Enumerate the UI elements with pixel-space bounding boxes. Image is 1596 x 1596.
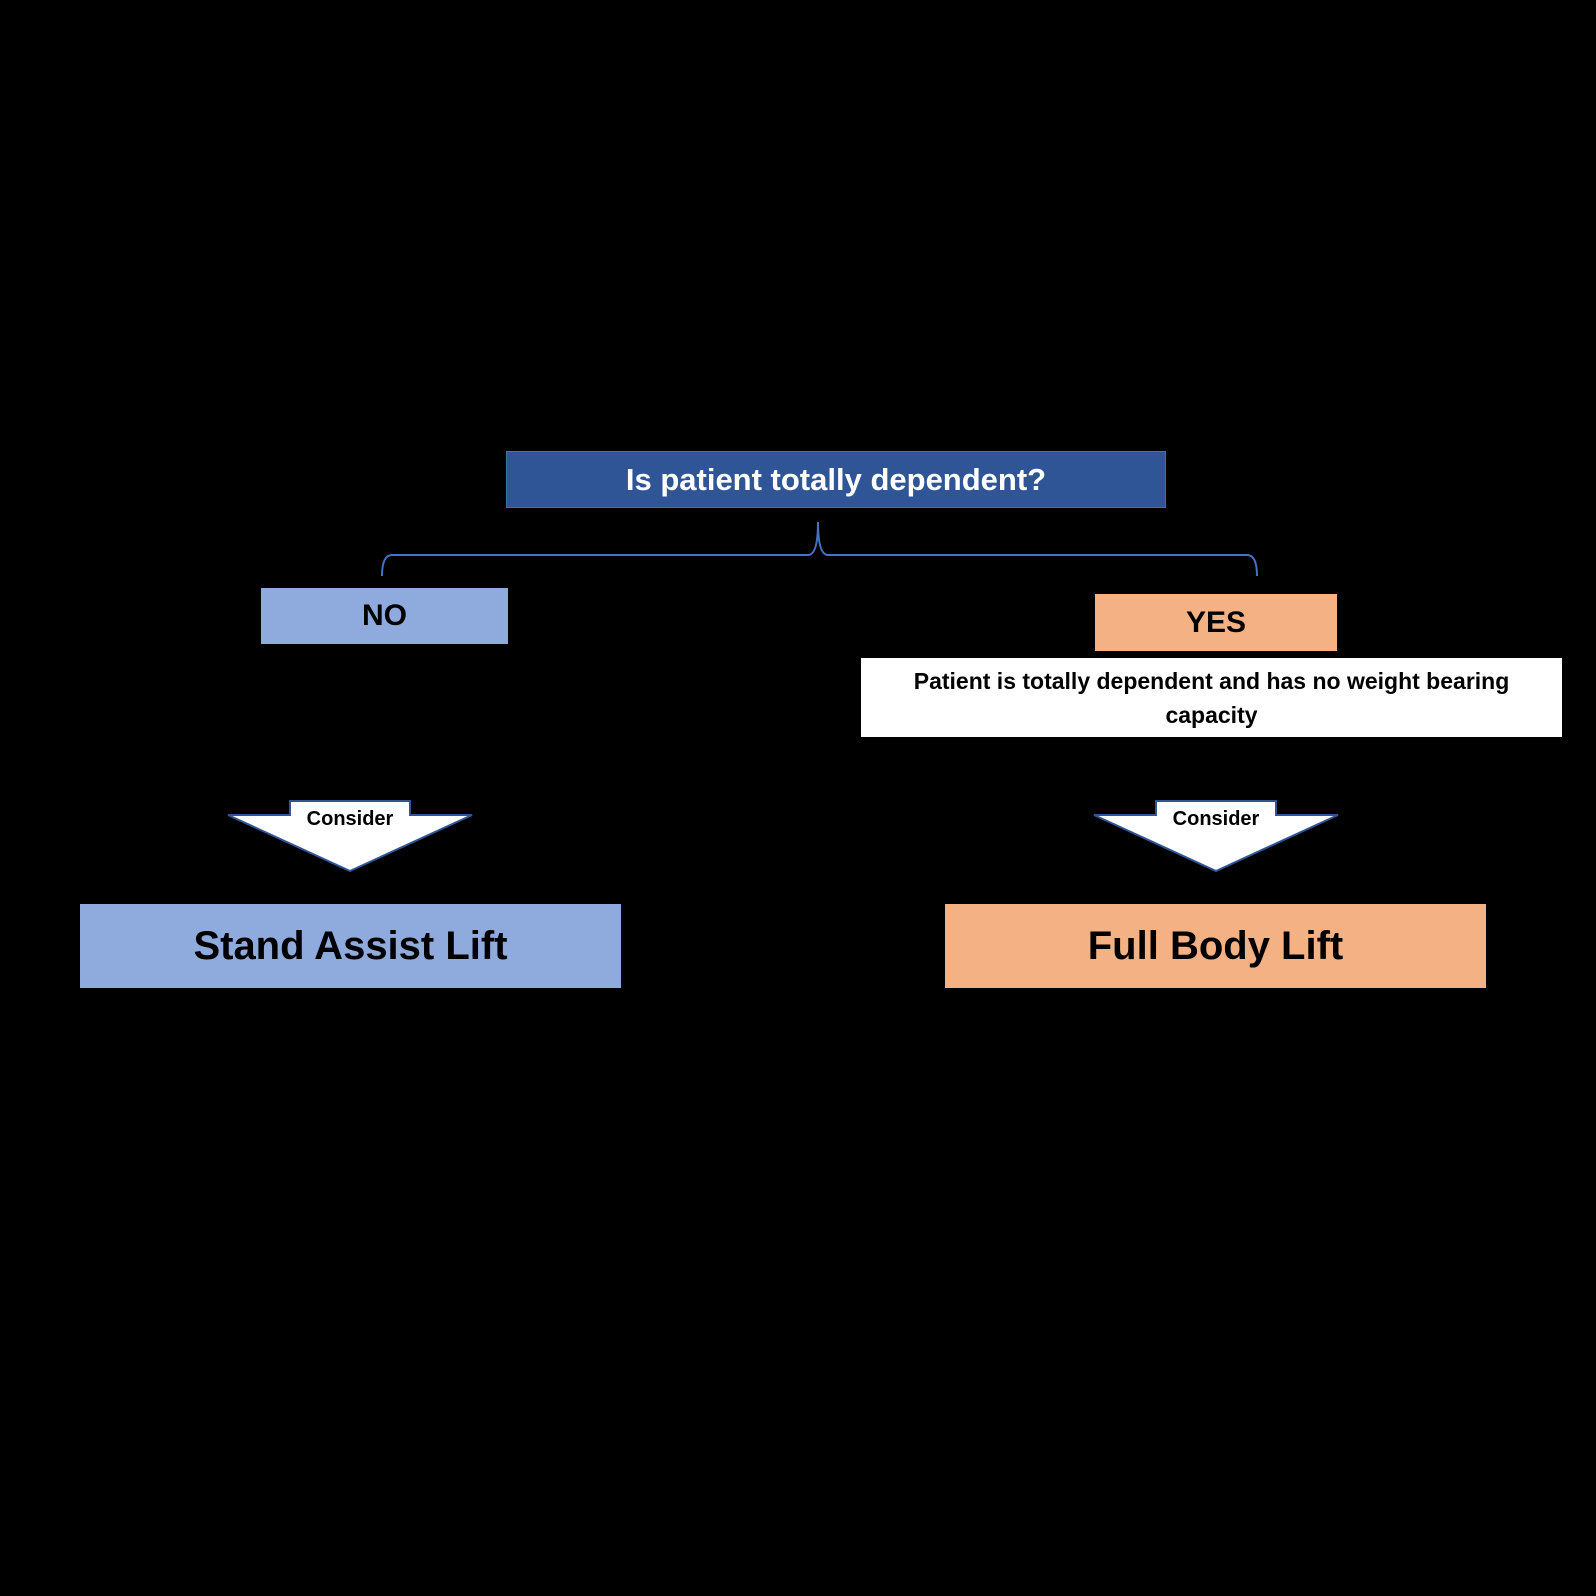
stand-assist-lift-label: Stand Assist Lift bbox=[193, 923, 508, 968]
yes-description-box: Patient is totally dependent and has no … bbox=[861, 658, 1562, 737]
consider-label-right: Consider bbox=[1172, 808, 1260, 830]
full-body-lift-label: Full Body Lift bbox=[1087, 923, 1344, 968]
yes-option-label: YES bbox=[1185, 605, 1247, 639]
consider-arrow-right: Consider bbox=[1090, 800, 1342, 874]
stand-assist-lift-box: Stand Assist Lift bbox=[80, 904, 621, 988]
consider-label-left: Consider bbox=[306, 808, 394, 830]
yes-description-text: Patient is totally dependent and has no … bbox=[913, 667, 1510, 728]
down-arrow-icon bbox=[1093, 800, 1339, 873]
decision-question-text: Is patient totally dependent? bbox=[625, 461, 1047, 497]
no-option-box: NO bbox=[261, 588, 508, 644]
no-option-label: NO bbox=[362, 599, 407, 632]
consider-arrow-left: Consider bbox=[224, 800, 476, 874]
decision-question-box: Is patient totally dependent? bbox=[506, 451, 1166, 508]
full-body-lift-box: Full Body Lift bbox=[945, 904, 1486, 988]
down-arrow-icon bbox=[227, 800, 473, 873]
yes-option-box: YES bbox=[1095, 594, 1337, 651]
